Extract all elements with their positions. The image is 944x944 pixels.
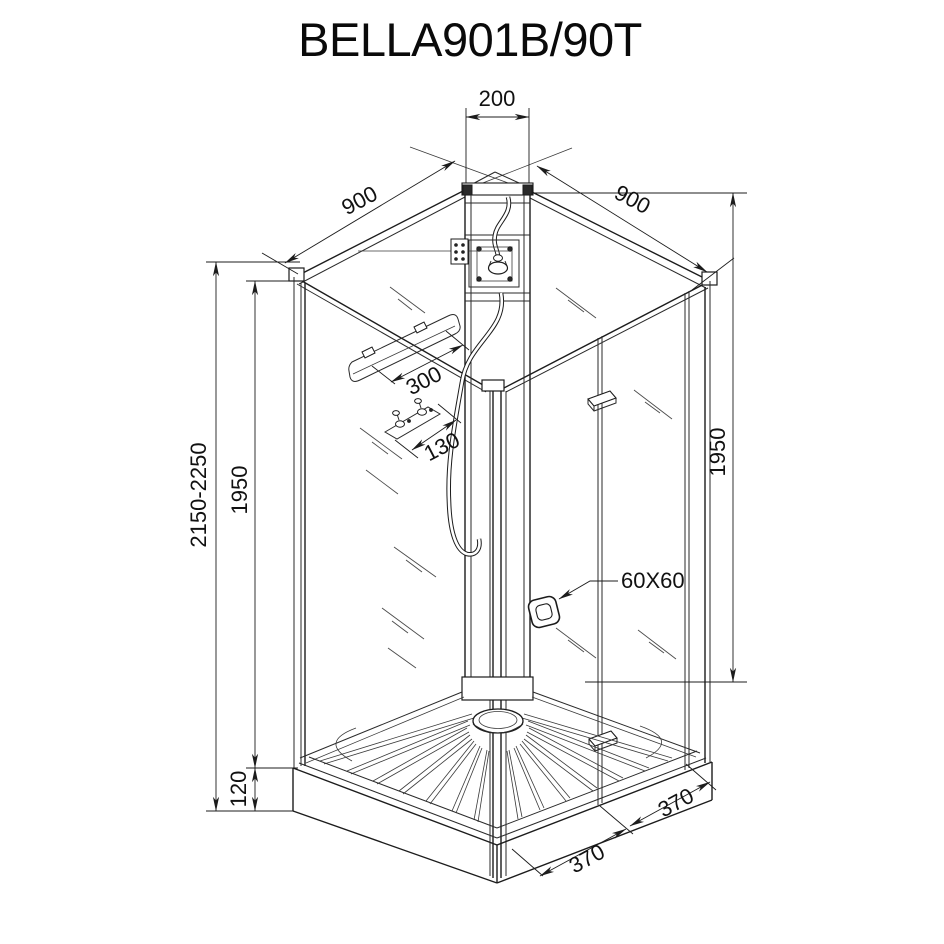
- dim-roof-left-line: [284, 160, 456, 264]
- glass-reflection-marks: [359, 286, 437, 669]
- cap-bracket-left: [462, 184, 473, 196]
- shower-head: [487, 261, 509, 275]
- dim-handle-size: 60X60: [621, 568, 685, 593]
- dim-door-right-line: [629, 781, 711, 827]
- column-base: [461, 676, 534, 701]
- handle-leader-line: [558, 580, 618, 600]
- dim-door-panel-left: 370: [565, 839, 609, 878]
- shower-column: [358, 171, 534, 701]
- vertical-frame-posts: [293, 277, 711, 878]
- dimension-labels: BELLA901B/90T 200 900 900 2150-2250 1950…: [186, 13, 730, 878]
- dim-mixer-width: 130: [420, 427, 464, 466]
- dim-tray-height: 120: [226, 771, 251, 808]
- tray-ribs-right: [506, 713, 673, 820]
- dim-shelf-width: 300: [402, 361, 446, 400]
- dimension-lines: [206, 108, 747, 877]
- door-glass-marks: [555, 287, 677, 660]
- dim-top-width: 200: [479, 86, 516, 111]
- column-cap: [461, 182, 534, 196]
- shelf-clip-left: [361, 346, 376, 359]
- shower-head-panel: [468, 239, 520, 288]
- dim-roof-right-line: [536, 165, 708, 273]
- cap-bracket-right: [522, 184, 533, 196]
- door-hinge-top: [587, 390, 617, 412]
- door-handle: [527, 595, 561, 629]
- drawing-title: BELLA901B/90T: [298, 13, 642, 66]
- glass-shelf: [348, 314, 461, 382]
- dim-total-height: 2150-2250: [186, 442, 211, 547]
- tray-ribs-left: [319, 713, 490, 823]
- drain: [472, 708, 524, 734]
- left-glass-panel: [348, 286, 461, 669]
- dim-roof-right: 900: [610, 180, 654, 219]
- dim-mixer-line: [411, 419, 457, 451]
- dim-glass-height-right: 1950: [705, 428, 730, 477]
- control-keypad: [450, 238, 469, 265]
- mixer-faucet: [384, 398, 441, 440]
- dim-glass-height-left: 1950: [227, 466, 252, 515]
- door-hinge-bottom: [588, 730, 618, 752]
- shower-head-fitting: [493, 254, 503, 262]
- bifold-door: [527, 287, 690, 805]
- dim-shelf-line: [390, 344, 464, 383]
- dim-door-left-line: [539, 828, 627, 877]
- front-post-cap: [481, 379, 505, 392]
- hand-shower-hose: [446, 292, 505, 557]
- shelf-clip-right: [413, 321, 428, 334]
- dim-door-panel-right: 370: [654, 783, 698, 822]
- shower-tray: [292, 691, 713, 884]
- dim-roof-left: 900: [337, 181, 381, 220]
